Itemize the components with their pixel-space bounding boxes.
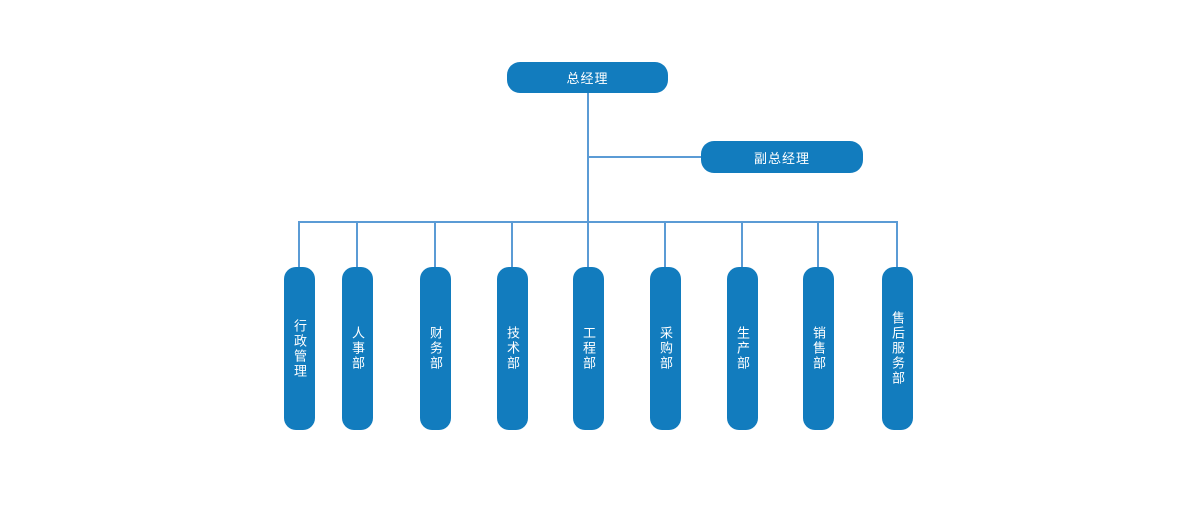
node-finance-dept: 财务部 <box>420 267 451 430</box>
connector-drop-engineering <box>587 222 589 268</box>
connector-drop-hr <box>356 222 358 268</box>
connector-drop-finance <box>434 222 436 268</box>
node-after-sales-service-dept: 售后服务部 <box>882 267 913 430</box>
connector-drop-production <box>741 222 743 268</box>
connector-stem <box>587 93 589 223</box>
node-sales-dept: 销售部 <box>803 267 834 430</box>
node-procurement-dept: 采购部 <box>650 267 681 430</box>
connector-horizontal-rail <box>298 221 898 223</box>
connector-branch-deputy <box>588 156 701 158</box>
connector-drop-tech <box>511 222 513 268</box>
node-production-dept: 生产部 <box>727 267 758 430</box>
node-engineering-dept: 工程部 <box>573 267 604 430</box>
node-admin-management-dept: 行政管理 <box>284 267 315 430</box>
connector-drop-after-sales <box>896 222 898 268</box>
node-technology-dept: 技术部 <box>497 267 528 430</box>
connector-drop-procurement <box>664 222 666 268</box>
node-deputy-general-manager: 副总经理 <box>701 141 863 173</box>
connector-drop-admin <box>298 222 300 268</box>
node-general-manager: 总经理 <box>507 62 668 93</box>
node-hr-dept: 人事部 <box>342 267 373 430</box>
connector-drop-sales <box>817 222 819 268</box>
